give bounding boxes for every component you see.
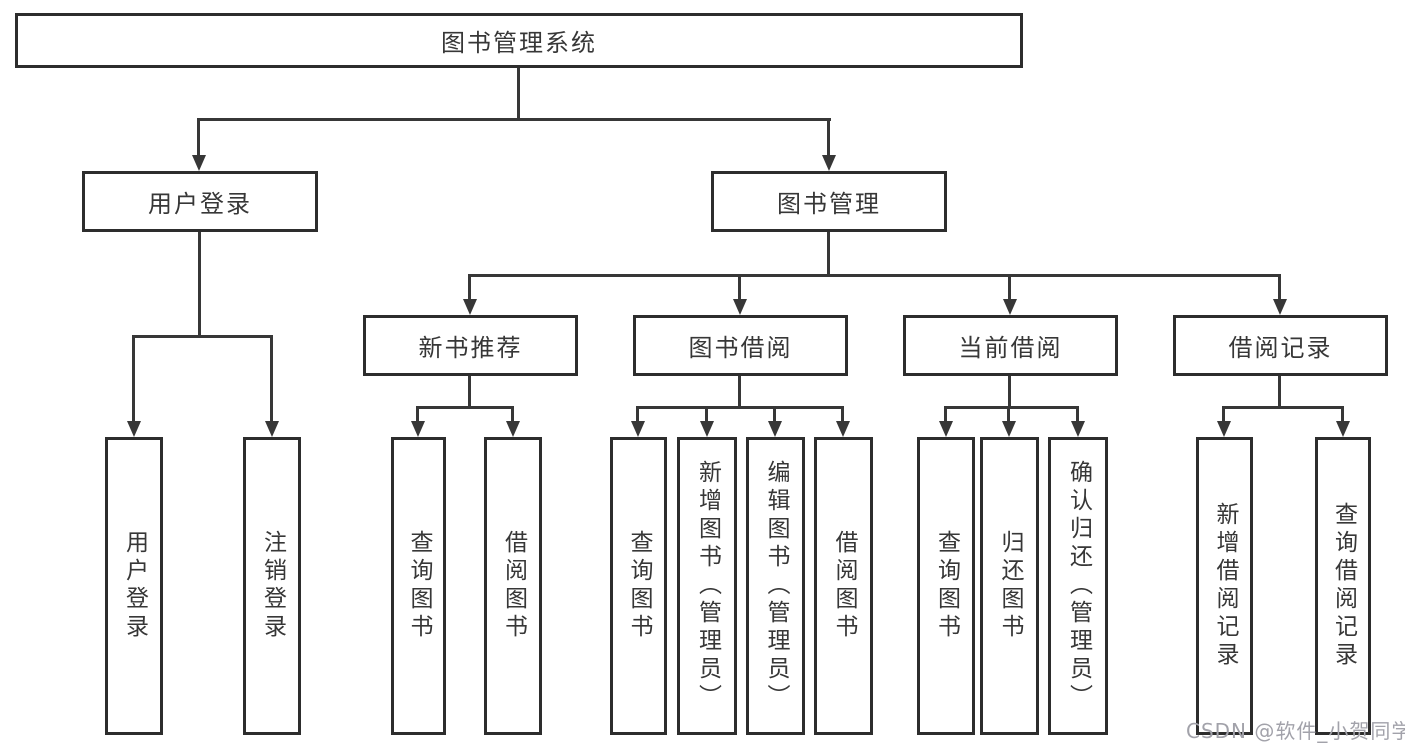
connector-vline (1278, 274, 1281, 299)
connector-hline (198, 118, 831, 121)
arrow-down (1217, 421, 1231, 437)
arrow-down (1003, 299, 1017, 315)
node-leaf-query-borrow-record: 查询借阅记录 (1315, 437, 1371, 735)
node-current-borrowing-label: 当前借阅 (958, 334, 1063, 362)
node-leaf-query-books-recommend-label: 查询图书 (406, 530, 432, 642)
node-leaf-query-books-borrowing: 查询图书 (610, 437, 667, 735)
node-leaf-user-login-label: 用户登录 (121, 530, 148, 642)
node-leaf-query-books-recommend: 查询图书 (391, 437, 446, 735)
node-leaf-confirm-return-admin-label: 确认归还（管理员） (1065, 460, 1092, 712)
connector-vline (738, 376, 741, 406)
node-book-borrowing-label: 图书借阅 (688, 334, 793, 362)
node-book-management-label: 图书管理 (777, 190, 881, 218)
connector-vline (198, 232, 201, 335)
node-current-borrowing: 当前借阅 (903, 315, 1118, 376)
arrow-down (939, 421, 953, 437)
connector-vline (1008, 376, 1011, 406)
node-leaf-borrow-books: 借阅图书 (814, 437, 873, 735)
arrow-down (127, 421, 141, 437)
connector-hline (636, 406, 844, 409)
connector-vline (1008, 274, 1011, 299)
connector-vline (270, 335, 273, 421)
node-new-book-recommend-label: 新书推荐 (418, 334, 523, 362)
node-leaf-return-book-label: 归还图书 (997, 530, 1023, 642)
node-leaf-user-login: 用户登录 (105, 437, 163, 735)
node-leaf-confirm-return-admin: 确认归还（管理员） (1048, 437, 1108, 735)
node-leaf-borrow-books-recommend-label: 借阅图书 (500, 530, 527, 642)
node-root: 图书管理系统 (15, 13, 1023, 68)
node-leaf-logout-label: 注销登录 (259, 530, 286, 642)
connector-vline (1278, 376, 1281, 406)
arrow-down (192, 155, 206, 171)
arrow-down (1336, 421, 1350, 437)
node-root-label: 图书管理系统 (441, 29, 597, 57)
arrow-down (700, 421, 714, 437)
node-leaf-add-borrow-record-label: 新增借阅记录 (1212, 502, 1238, 670)
node-new-book-recommend: 新书推荐 (363, 315, 578, 376)
connector-vline (416, 406, 419, 421)
connector-hline (1222, 406, 1344, 409)
arrow-down (1071, 421, 1085, 437)
connector-vline (517, 68, 520, 118)
arrow-down (836, 421, 850, 437)
arrow-down (411, 421, 425, 437)
arrow-down (768, 421, 782, 437)
connector-vline (773, 406, 776, 421)
node-leaf-borrow-books-recommend: 借阅图书 (484, 437, 542, 735)
arrow-down (463, 299, 477, 315)
node-borrowing-records-label: 借阅记录 (1228, 334, 1333, 362)
connector-hline (132, 335, 273, 338)
node-leaf-query-books-current: 查询图书 (917, 437, 975, 735)
node-leaf-add-book-admin-label: 新增图书（管理员） (694, 460, 721, 712)
node-book-borrowing: 图书借阅 (633, 315, 848, 376)
connector-vline (1341, 406, 1344, 421)
node-user-login-label: 用户登录 (148, 190, 252, 218)
connector-hline (944, 406, 1079, 409)
node-leaf-edit-book-admin: 编辑图书（管理员） (746, 437, 805, 735)
node-leaf-logout: 注销登录 (243, 437, 301, 735)
arrow-down (733, 299, 747, 315)
connector-hline (468, 274, 1281, 277)
node-leaf-return-book: 归还图书 (980, 437, 1039, 735)
arrow-down (265, 421, 279, 437)
connector-vline (944, 406, 947, 421)
arrow-down (1273, 299, 1287, 315)
node-leaf-borrow-books-label: 借阅图书 (831, 530, 857, 642)
connector-vline (1076, 406, 1079, 421)
connector-vline (636, 406, 639, 421)
arrow-down (506, 421, 520, 437)
connector-vline (468, 376, 471, 406)
node-leaf-query-books-current-label: 查询图书 (933, 530, 960, 642)
connector-vline (1007, 406, 1010, 421)
node-user-login: 用户登录 (82, 171, 318, 232)
node-leaf-edit-book-admin-label: 编辑图书（管理员） (763, 460, 789, 712)
node-leaf-add-borrow-record: 新增借阅记录 (1196, 437, 1253, 735)
node-leaf-add-book-admin: 新增图书（管理员） (677, 437, 737, 735)
connector-vline (827, 118, 830, 155)
node-leaf-query-borrow-record-label: 查询借阅记录 (1330, 502, 1357, 670)
connector-vline (197, 118, 200, 155)
watermark: CSDN @软件_小贺同学 (1186, 719, 1405, 743)
arrow-down (631, 421, 645, 437)
arrow-down (1002, 421, 1016, 437)
arrow-down (822, 155, 836, 171)
connector-vline (132, 335, 135, 421)
connector-vline (841, 406, 844, 421)
connector-vline (827, 232, 830, 274)
node-book-management: 图书管理 (711, 171, 947, 232)
node-leaf-query-books-borrowing-label: 查询图书 (626, 530, 652, 642)
connector-hline (416, 406, 514, 409)
connector-vline (738, 274, 741, 299)
connector-vline (468, 274, 471, 299)
connector-vline (1222, 406, 1225, 421)
connector-vline (511, 406, 514, 421)
connector-vline (705, 406, 708, 421)
node-borrowing-records: 借阅记录 (1173, 315, 1388, 376)
